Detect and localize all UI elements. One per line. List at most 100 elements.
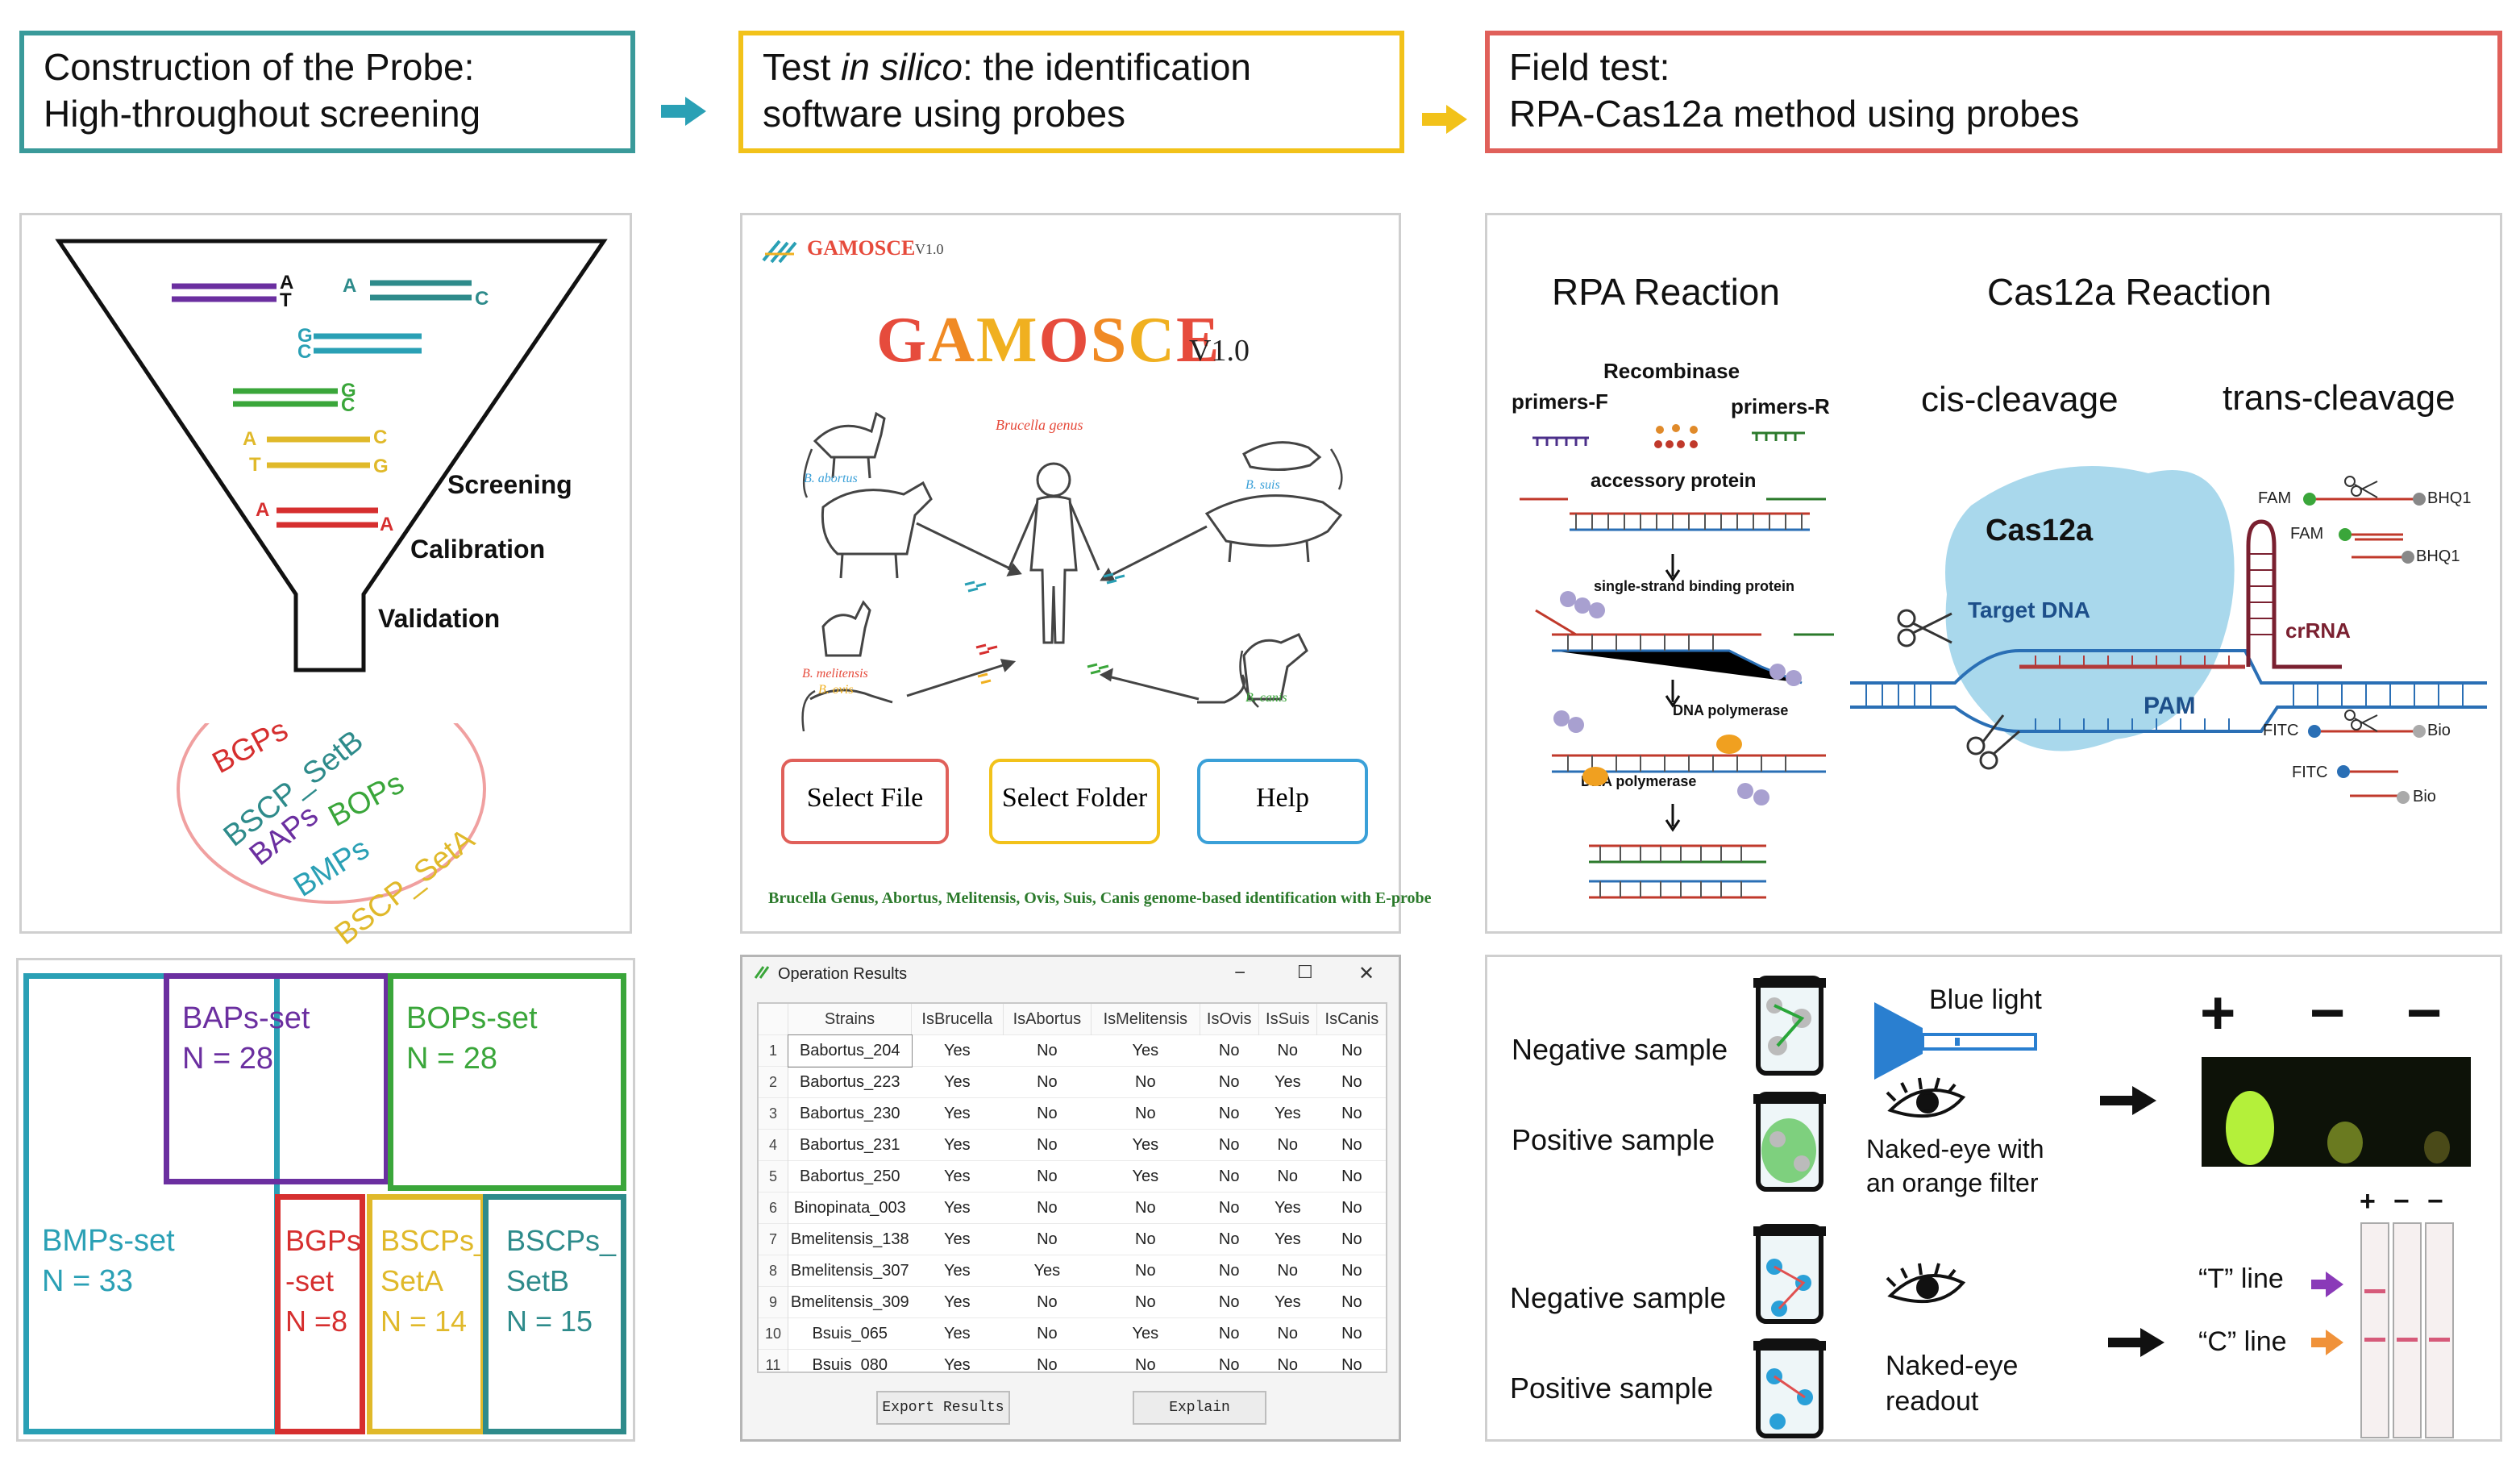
table-cell[interactable]: No bbox=[1316, 1097, 1386, 1130]
table-cell[interactable]: Yes bbox=[911, 1286, 1004, 1318]
table-cell[interactable]: No bbox=[1316, 1192, 1386, 1224]
table-cell[interactable]: No bbox=[1258, 1034, 1317, 1067]
help-button[interactable]: Help bbox=[1197, 759, 1368, 844]
table-cell[interactable]: No bbox=[1316, 1255, 1386, 1287]
table-cell[interactable]: No bbox=[1003, 1349, 1092, 1372]
table-cell[interactable]: No bbox=[1091, 1192, 1200, 1224]
table-cell[interactable]: Yes bbox=[911, 1192, 1004, 1224]
row-number[interactable]: 6 bbox=[759, 1192, 788, 1224]
table-cell[interactable]: Yes bbox=[1091, 1160, 1200, 1193]
table-cell[interactable]: Yes bbox=[1003, 1255, 1092, 1287]
table-cell[interactable]: Yes bbox=[911, 1349, 1004, 1372]
table-cell[interactable]: No bbox=[1003, 1160, 1092, 1193]
table-cell[interactable]: No bbox=[1003, 1129, 1092, 1161]
table-cell[interactable]: Yes bbox=[911, 1160, 1004, 1193]
table-cell[interactable]: Yes bbox=[911, 1317, 1004, 1350]
row-number[interactable]: 11 bbox=[759, 1349, 788, 1372]
table-cell[interactable]: Babortus_204 bbox=[787, 1034, 913, 1068]
table-cell[interactable]: Bsuis_080 bbox=[788, 1349, 912, 1372]
table-cell[interactable]: No bbox=[1258, 1160, 1317, 1193]
table-cell[interactable]: Binopinata_003 bbox=[788, 1192, 912, 1224]
column-header[interactable]: IsOvis bbox=[1200, 1004, 1259, 1035]
table-cell[interactable]: Babortus_231 bbox=[788, 1129, 912, 1161]
table-cell[interactable]: No bbox=[1316, 1223, 1386, 1255]
table-cell[interactable]: No bbox=[1003, 1097, 1092, 1130]
table-cell[interactable]: No bbox=[1316, 1034, 1386, 1067]
column-header[interactable]: IsBrucella bbox=[911, 1004, 1004, 1035]
table-cell[interactable]: Yes bbox=[1258, 1192, 1317, 1224]
row-number[interactable]: 5 bbox=[759, 1160, 788, 1193]
column-header[interactable]: Strains bbox=[788, 1004, 912, 1035]
table-cell[interactable]: No bbox=[1200, 1286, 1259, 1318]
table-cell[interactable]: Bsuis_065 bbox=[788, 1317, 912, 1350]
row-number[interactable]: 1 bbox=[759, 1034, 788, 1067]
table-cell[interactable]: Babortus_223 bbox=[788, 1066, 912, 1098]
table-cell[interactable]: No bbox=[1003, 1223, 1092, 1255]
row-number[interactable]: 9 bbox=[759, 1286, 788, 1318]
table-cell[interactable]: No bbox=[1200, 1129, 1259, 1161]
table-cell[interactable]: No bbox=[1200, 1223, 1259, 1255]
table-cell[interactable]: Babortus_250 bbox=[788, 1160, 912, 1193]
table-cell[interactable]: No bbox=[1200, 1160, 1259, 1193]
row-number[interactable]: 4 bbox=[759, 1129, 788, 1161]
table-cell[interactable]: No bbox=[1258, 1349, 1317, 1372]
explain-button[interactable]: Explain bbox=[1133, 1391, 1266, 1425]
table-cell[interactable]: No bbox=[1258, 1317, 1317, 1350]
table-cell[interactable]: No bbox=[1091, 1223, 1200, 1255]
table-cell[interactable]: Bmelitensis_138 bbox=[788, 1223, 912, 1255]
table-cell[interactable]: No bbox=[1003, 1286, 1092, 1318]
table-cell[interactable]: No bbox=[1200, 1066, 1259, 1098]
table-cell[interactable]: Bmelitensis_307 bbox=[788, 1255, 912, 1287]
table-cell[interactable]: No bbox=[1200, 1034, 1259, 1067]
row-number[interactable]: 3 bbox=[759, 1097, 788, 1130]
minimize-button[interactable]: − bbox=[1234, 962, 1246, 984]
table-cell[interactable]: No bbox=[1003, 1192, 1092, 1224]
table-cell[interactable]: No bbox=[1258, 1129, 1317, 1161]
select-file-button[interactable]: Select File bbox=[781, 759, 949, 844]
table-cell[interactable]: No bbox=[1316, 1160, 1386, 1193]
table-cell[interactable]: Yes bbox=[911, 1129, 1004, 1161]
table-cell[interactable]: Yes bbox=[1091, 1129, 1200, 1161]
column-header[interactable]: IsMelitensis bbox=[1091, 1004, 1200, 1035]
row-number[interactable]: 8 bbox=[759, 1255, 788, 1287]
table-cell[interactable]: Yes bbox=[911, 1223, 1004, 1255]
row-number[interactable]: 2 bbox=[759, 1066, 788, 1098]
table-cell[interactable]: No bbox=[1003, 1066, 1092, 1098]
table-cell[interactable]: No bbox=[1091, 1255, 1200, 1287]
table-cell[interactable]: No bbox=[1091, 1349, 1200, 1372]
export-results-button[interactable]: Export Results bbox=[876, 1391, 1010, 1425]
select-folder-button[interactable]: Select Folder bbox=[989, 759, 1160, 844]
table-cell[interactable]: No bbox=[1316, 1317, 1386, 1350]
table-cell[interactable]: Yes bbox=[1258, 1097, 1317, 1130]
table-cell[interactable]: No bbox=[1003, 1317, 1092, 1350]
table-cell[interactable]: Yes bbox=[1258, 1066, 1317, 1098]
table-cell[interactable]: No bbox=[1316, 1349, 1386, 1372]
table-cell[interactable]: No bbox=[1316, 1066, 1386, 1098]
close-button[interactable]: ✕ bbox=[1358, 963, 1375, 984]
table-cell[interactable]: No bbox=[1258, 1255, 1317, 1287]
table-cell[interactable]: No bbox=[1200, 1255, 1259, 1287]
table-cell[interactable]: Yes bbox=[911, 1255, 1004, 1287]
table-cell[interactable]: No bbox=[1091, 1097, 1200, 1130]
table-cell[interactable]: No bbox=[1200, 1317, 1259, 1350]
table-cell[interactable]: Yes bbox=[1091, 1317, 1200, 1350]
table-cell[interactable]: Babortus_230 bbox=[788, 1097, 912, 1130]
table-cell[interactable]: No bbox=[1200, 1097, 1259, 1130]
table-cell[interactable]: No bbox=[1003, 1034, 1092, 1067]
table-cell[interactable]: No bbox=[1091, 1066, 1200, 1098]
column-header[interactable]: IsCanis bbox=[1316, 1004, 1386, 1035]
table-cell[interactable]: Yes bbox=[911, 1034, 1004, 1067]
table-cell[interactable]: Yes bbox=[1258, 1223, 1317, 1255]
table-cell[interactable]: Yes bbox=[911, 1097, 1004, 1130]
table-cell[interactable]: No bbox=[1316, 1129, 1386, 1161]
